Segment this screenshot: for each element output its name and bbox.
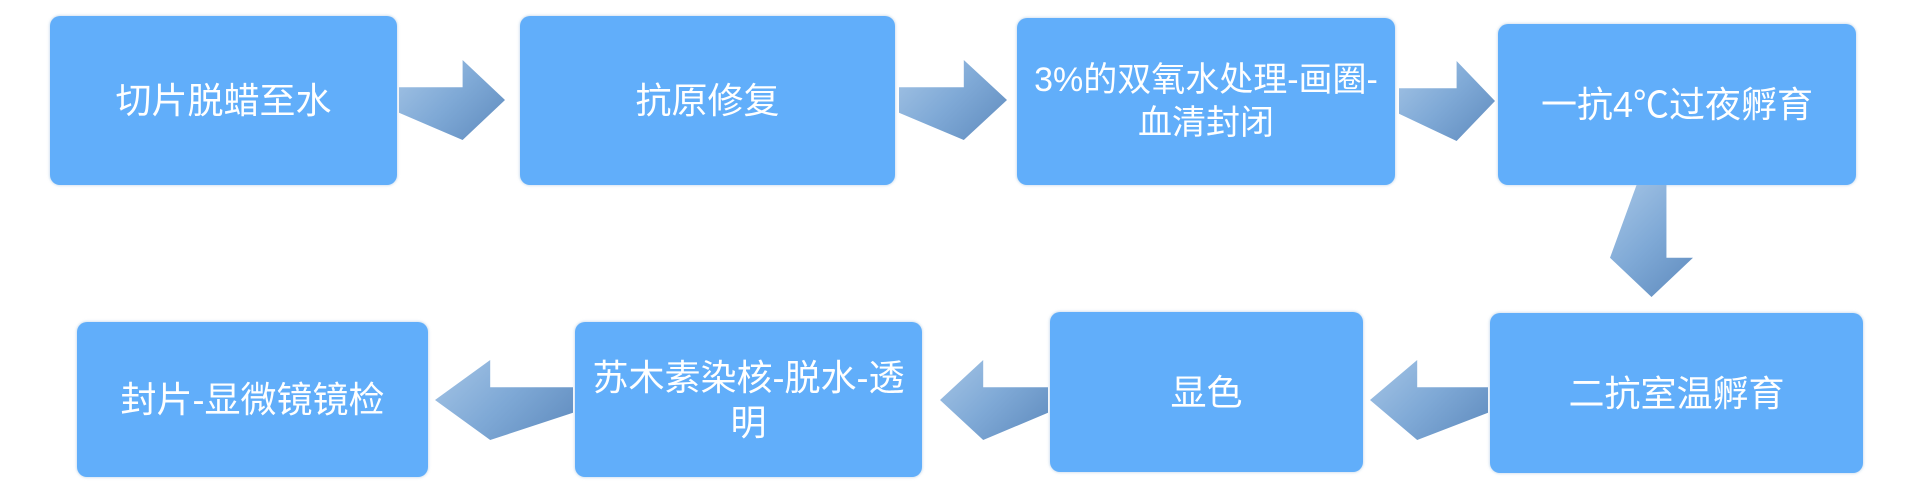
step-antigen-retrieval-label: 抗原修复 xyxy=(635,80,780,121)
step-color-development-label: 显色 xyxy=(1170,371,1243,413)
step-hematoxylin-dehydrate-clear-label: 苏木素染核-脱水-透明 xyxy=(592,356,905,443)
step-primary-antibody-incubation-label: 一抗4℃过夜孵育 xyxy=(1540,84,1814,125)
step-primary-antibody-incubation: 一抗4℃过夜孵育 xyxy=(1498,24,1856,185)
step-mount-microscope-exam: 封片-显微镜镜检 xyxy=(77,322,428,477)
arrow-right-icon-3 xyxy=(1399,61,1495,141)
step-slice-dewax-label: 切片脱蜡至水 xyxy=(115,80,332,121)
arrow-left-icon-3 xyxy=(435,360,573,440)
arrow-left-icon-2 xyxy=(940,360,1048,440)
step-hematoxylin-dehydrate-clear: 苏木素染核-脱水-透明 xyxy=(575,322,922,477)
step-antigen-retrieval: 抗原修复 xyxy=(520,16,895,185)
step-secondary-antibody-incubation-label: 二抗室温孵育 xyxy=(1568,372,1785,414)
arrow-right-icon-2 xyxy=(899,60,1007,140)
step-slice-dewax: 切片脱蜡至水 xyxy=(50,16,397,185)
arrow-left-icon-1 xyxy=(1370,360,1488,440)
arrow-down-icon xyxy=(1610,185,1693,297)
step-color-development: 显色 xyxy=(1050,312,1363,472)
arrow-right-icon-1 xyxy=(399,60,505,140)
step-secondary-antibody-incubation: 二抗室温孵育 xyxy=(1490,313,1863,473)
step-peroxide-serum-block-label: 3%的双氧水处理-画圈-血清封闭 xyxy=(1034,61,1378,142)
step-peroxide-serum-block: 3%的双氧水处理-画圈-血清封闭 xyxy=(1017,18,1395,185)
step-mount-microscope-exam-label: 封片-显微镜镜检 xyxy=(120,379,385,420)
